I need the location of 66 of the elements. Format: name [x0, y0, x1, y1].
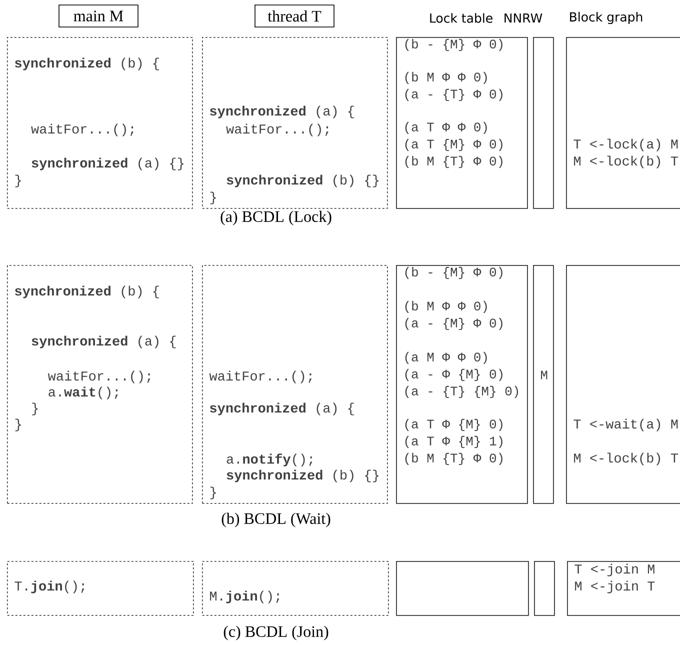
- code-panel: [202, 265, 388, 504]
- block-graph-entry: T <-lock(a) M: [574, 138, 678, 152]
- code-panel: [202, 37, 388, 209]
- block-graph-entry: M <-lock(b) T: [574, 452, 678, 466]
- code-line: }: [15, 418, 21, 432]
- code-line: synchronized (b) {}: [226, 174, 378, 188]
- block-graph-entry: T <-wait(a) M: [574, 418, 678, 432]
- header-box: thread T: [254, 4, 334, 28]
- column-heading: Block graph: [570, 12, 642, 24]
- lock-entry: (b M {T} Φ 0): [405, 156, 502, 168]
- code-line: }: [32, 402, 38, 416]
- code-line: waitFor...();: [226, 124, 328, 136]
- code-line: }: [210, 486, 216, 500]
- code-line: synchronized (b) {: [15, 286, 159, 298]
- nnrw-panel: [533, 37, 554, 209]
- block-graph-entry: T <-join M: [574, 564, 654, 576]
- code-line: synchronized (a) {}: [32, 158, 184, 170]
- block-graph-panel: [566, 37, 680, 209]
- header-box: main M: [58, 4, 138, 28]
- lock-entry: (b M {T} Φ 0): [405, 452, 502, 466]
- lock-table-panel: [396, 37, 528, 209]
- code-line: waitFor...();: [48, 370, 150, 384]
- caption: (a) BCDL (Lock): [220, 210, 332, 226]
- lock-entry: (b M Φ Φ 0): [405, 72, 487, 84]
- code-line: waitFor...();: [31, 124, 134, 136]
- code-line: synchronized (b) {: [15, 58, 159, 70]
- caption: (c) BCDL (Join): [224, 626, 328, 640]
- column-heading: Lock table: [430, 13, 492, 23]
- block-graph-panel: [566, 265, 680, 504]
- lock-entry: (a - Φ {M} 0): [405, 368, 502, 382]
- code-panel: [7, 561, 194, 616]
- code-line: a.notify();: [226, 454, 312, 466]
- lock-entry: (a - {T} {M} 0): [405, 386, 518, 398]
- lock-entry: (a T Φ Φ 0): [405, 122, 487, 134]
- lock-table-panel: [396, 561, 529, 616]
- lock-entry: (a M Φ Φ 0): [405, 352, 487, 364]
- code-panel: [202, 561, 389, 616]
- code-line: synchronized (b) {}: [226, 470, 378, 482]
- code-line: a.wait();: [48, 386, 118, 400]
- caption: (b) BCDL (Wait): [222, 512, 330, 528]
- code-line: synchronized (a) {: [210, 402, 354, 416]
- nnrw-entry: M: [541, 370, 548, 380]
- lock-entry: (a T Φ {M} 1): [405, 436, 502, 448]
- code-line: T.join();: [14, 580, 84, 594]
- code-line: }: [210, 192, 216, 204]
- lock-table-panel: [396, 265, 528, 504]
- nnrw-panel: [534, 561, 555, 616]
- block-graph-entry: M <-join T: [575, 580, 655, 594]
- column-heading: NNRW: [504, 13, 542, 23]
- lock-entry: (a - {T} Φ 0): [405, 88, 502, 102]
- block-graph-panel: [567, 561, 680, 616]
- block-graph-entry: M <-lock(b) T: [574, 156, 678, 168]
- nnrw-panel: [533, 265, 554, 504]
- lock-entry: (a T {M} Φ 0): [405, 138, 502, 152]
- code-panel: [7, 37, 193, 209]
- lock-entry: (a - {M} Φ 0): [405, 318, 502, 330]
- code-line: synchronized (a) {: [210, 106, 354, 118]
- code-line: }: [15, 174, 21, 188]
- lock-entry: (b - {M} Φ 0): [405, 38, 502, 52]
- lock-entry: (a T Φ {M} 0): [405, 418, 502, 432]
- lock-entry: (b M Φ Φ 0): [405, 300, 487, 314]
- lock-entry: (b - {M} Φ 0): [405, 266, 502, 280]
- code-line: waitFor...();: [209, 370, 312, 384]
- code-panel: [7, 265, 193, 504]
- code-line: synchronized (a) {: [32, 336, 176, 348]
- code-line: M.join();: [210, 590, 280, 604]
